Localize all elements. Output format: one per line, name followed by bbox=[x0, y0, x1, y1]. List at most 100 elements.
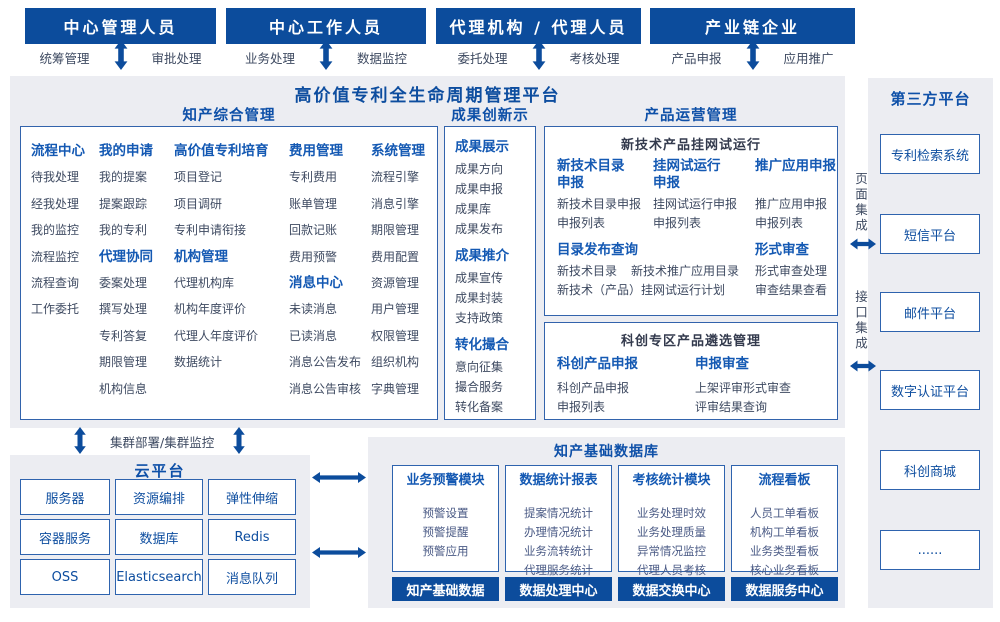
menu-item: 新技术推广应用目录 bbox=[631, 264, 740, 278]
menu-item: 流程引擎 bbox=[371, 170, 420, 185]
api-integration-label: 接口集成 bbox=[853, 290, 868, 352]
menu-item: 上架评审形式审查 bbox=[695, 381, 792, 395]
menu-item: 预警应用 bbox=[422, 544, 469, 558]
cloud-platform-title: 云平台 bbox=[134, 462, 186, 480]
menu-item: 人员工单看板 bbox=[750, 506, 819, 520]
menu-item: 转化备案 bbox=[455, 400, 504, 414]
menu-item: 提案跟踪 bbox=[99, 196, 148, 211]
menu-item: 已读消息 bbox=[289, 328, 338, 343]
group-title: 新技术目录申报 bbox=[557, 158, 625, 191]
menu-item: 预警设置 bbox=[422, 506, 469, 520]
menu-item: 待我处理 bbox=[31, 170, 80, 185]
menu-item: 预警提醒 bbox=[422, 525, 469, 539]
cloud-item-redis: Redis bbox=[208, 519, 296, 555]
role-left-label: 委托处理 bbox=[457, 51, 508, 66]
menu-item: 成果封装 bbox=[455, 291, 504, 305]
menu-item: 代理人员考核 bbox=[637, 563, 706, 577]
menu-item: 专利费用 bbox=[289, 170, 338, 185]
menu-item: 未读消息 bbox=[289, 302, 338, 317]
section-title-product-ops: 产品运营管理 bbox=[644, 108, 738, 124]
menu-item: 代理服务统计 bbox=[524, 563, 593, 577]
role-group-center-staff: 中心工作人员 业务处理 数据监控 bbox=[226, 8, 426, 71]
menu-item: 字典管理 bbox=[371, 381, 420, 396]
group-title: 业务预警模块 bbox=[406, 473, 485, 488]
group-title: 挂网试运行申报 bbox=[653, 158, 721, 191]
menu-item: 支持政策 bbox=[455, 311, 504, 325]
group-title: 系统管理 bbox=[371, 143, 425, 159]
page-integration-label: 页面集成 bbox=[853, 172, 868, 234]
menu-item: 意向征集 bbox=[455, 360, 504, 374]
third-party-item-more: ...... bbox=[880, 530, 980, 570]
platform-title: 高价值专利全生命周期管理平台 bbox=[294, 86, 561, 106]
group-title: 形式审查 bbox=[755, 242, 809, 258]
role-left-label: 统筹管理 bbox=[39, 51, 90, 66]
role-right-label: 数据监控 bbox=[357, 51, 408, 66]
menu-column-fee-management: 费用管理 专利费用 账单管理 回款记账 费用预警 消息中心 未读消息 已读消息 … bbox=[289, 138, 361, 402]
role-title: 产业链企业 bbox=[650, 8, 855, 44]
role-group-agencies: 代理机构 / 代理人员 委托处理 考核处理 bbox=[436, 8, 641, 71]
menu-item: 工作委托 bbox=[31, 302, 80, 317]
menu-item: 业务流转统计 bbox=[524, 544, 593, 558]
menu-item: 项目调研 bbox=[174, 196, 223, 211]
catalog-publish-query-group: 目录发布查询 新技术目录新技术推广应用目录 新技术（产品）挂网试运行计划 bbox=[557, 240, 755, 300]
third-party-item-digital-cert: 数字认证平台 bbox=[880, 370, 980, 410]
menu-item: 业务处理质量 bbox=[637, 525, 706, 539]
menu-item: 核心业务看板 bbox=[750, 563, 819, 577]
menu-item: 账单管理 bbox=[289, 196, 338, 211]
declare-review-group: 申报审查 上架评审形式审查 评审结果查询 bbox=[695, 352, 791, 417]
menu-item: 业务类型看板 bbox=[750, 544, 819, 558]
menu-item: 成果申报 bbox=[455, 182, 504, 196]
cloud-item-container: 容器服务 bbox=[20, 519, 110, 555]
role-title: 代理机构 / 代理人员 bbox=[436, 8, 641, 44]
menu-item: 成果方向 bbox=[455, 162, 504, 176]
menu-item: 期限管理 bbox=[371, 223, 420, 238]
cluster-label: 集群部署/集群监控 bbox=[110, 435, 215, 450]
double-arrow-vertical-icon bbox=[532, 40, 545, 70]
menu-item: 回款记账 bbox=[289, 223, 338, 238]
menu-column-my-applications: 我的申请 我的提案 提案跟踪 我的专利 代理协同 委案处理 撰写处理 专利答复 … bbox=[99, 138, 153, 402]
product-trial-box: 新技术产品挂网试运行 新技术目录申报 新技术目录申报 申报列表 挂网试运行申报 … bbox=[544, 126, 838, 316]
sci-product-declare-group: 科创产品申报 科创产品申报 申报列表 bbox=[557, 352, 695, 417]
menu-item: 费用预警 bbox=[289, 249, 338, 264]
role-group-industry-chain: 产业链企业 产品申报 应用推广 bbox=[650, 8, 855, 71]
sub-box-title: 新技术产品挂网试运行 bbox=[620, 138, 761, 153]
third-party-item-email: 邮件平台 bbox=[880, 292, 980, 332]
cloud-item-message-queue: 消息队列 bbox=[208, 559, 296, 595]
double-arrow-horizontal-icon bbox=[312, 547, 366, 558]
menu-item: 用户管理 bbox=[371, 302, 420, 317]
menu-item: 推广应用申报 bbox=[755, 197, 828, 211]
cloud-item-orchestration: 资源编排 bbox=[115, 479, 203, 515]
menu-item: 权限管理 bbox=[371, 328, 420, 343]
innovation-menu: 成果展示 成果方向 成果申报 成果库 成果发布 成果推介 成果宣传 成果封装 支… bbox=[445, 127, 535, 417]
menu-item: 成果宣传 bbox=[455, 271, 504, 285]
menu-item: 费用配置 bbox=[371, 249, 420, 264]
menu-item: 申报列表 bbox=[755, 216, 804, 230]
menu-item: 撰写处理 bbox=[99, 302, 148, 317]
third-party-title: 第三方平台 bbox=[890, 90, 971, 108]
menu-item: 组织机构 bbox=[371, 355, 420, 370]
menu-item: 科创产品申报 bbox=[557, 381, 630, 395]
product-column-trial-declare: 挂网试运行申报 挂网试运行申报 申报列表 bbox=[653, 158, 755, 233]
role-title: 中心管理人员 bbox=[25, 8, 216, 44]
menu-item: 机构工单看板 bbox=[750, 525, 819, 539]
db-module-warning: 业务预警模块 预警设置 预警提醒 预警应用 bbox=[392, 465, 499, 572]
menu-item: 数据统计 bbox=[174, 355, 223, 370]
menu-item: 机构年度评价 bbox=[174, 302, 247, 317]
menu-item: 机构信息 bbox=[99, 381, 148, 396]
third-party-item-sms: 短信平台 bbox=[880, 214, 980, 254]
group-title: 数据统计报表 bbox=[519, 473, 598, 488]
double-arrow-horizontal-icon bbox=[850, 360, 876, 372]
ip-database-panel: 知产基础数据库 业务预警模块 预警设置 预警提醒 预警应用 数据统计报表 提案情… bbox=[368, 437, 845, 608]
menu-item: 业务处理时效 bbox=[637, 506, 706, 520]
group-title: 成果推介 bbox=[455, 248, 509, 264]
menu-item: 申报列表 bbox=[557, 216, 606, 230]
product-column-catalog-declare: 新技术目录申报 新技术目录申报 申报列表 bbox=[557, 158, 653, 233]
menu-item: 新技术目录申报 bbox=[557, 197, 642, 211]
role-left-label: 业务处理 bbox=[244, 51, 295, 66]
cloud-item-scaling: 弹性伸缩 bbox=[208, 479, 296, 515]
sub-box-title: 科创专区产品遴选管理 bbox=[620, 334, 761, 349]
menu-column-patent-cultivation: 高价值专利培育 项目登记 项目调研 专利申请衔接 机构管理 代理机构库 机构年度… bbox=[174, 138, 269, 376]
menu-item: 流程监控 bbox=[31, 249, 80, 264]
menu-item: 审查结果查看 bbox=[755, 283, 828, 297]
